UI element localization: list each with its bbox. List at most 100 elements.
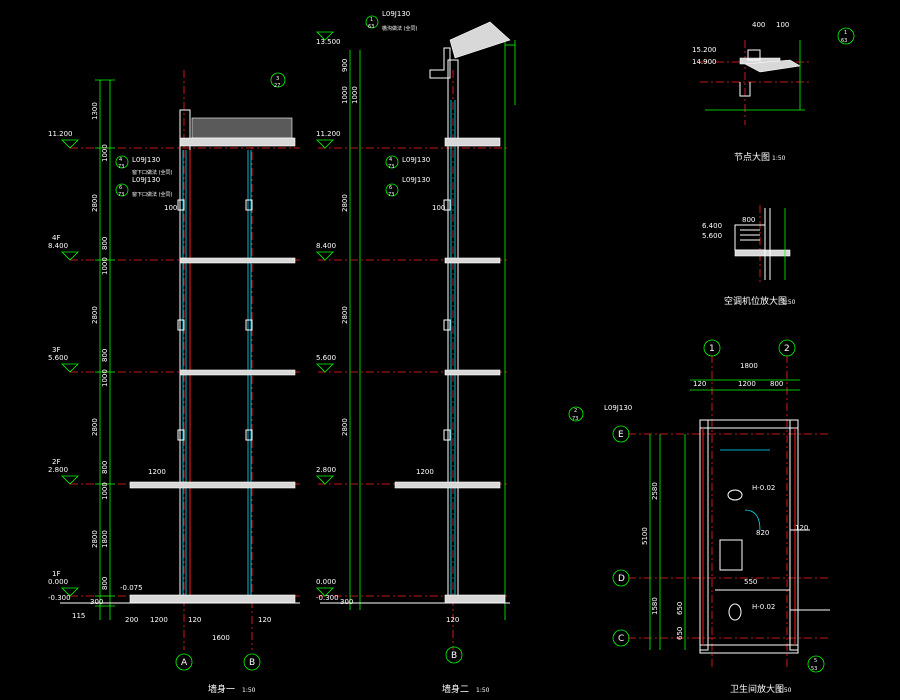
d3-height-1: H-0.02 [752,484,775,492]
d3-dim-top-2: 1200 [738,380,756,388]
s1-sub-6: 800 [101,461,109,474]
s2-level-7: -0.300 [316,594,339,602]
s2-dim-2: 1000 [341,86,349,104]
d3-scale: 1:50 [778,687,792,694]
s2-title: 墙身二 [442,683,469,695]
s1-axis-a: A [181,658,188,668]
s1-floor-tag-3: 2F [52,458,60,466]
d3-axis-c: C [618,634,624,644]
s1-ref-1-text: L09J130 [132,156,160,164]
d3-dim-top-1: 1800 [740,362,758,370]
s2-ref-2-text: L09J130 [402,176,430,184]
d2-title: 空调机位放大图 [724,295,787,307]
detail-3 [628,355,830,670]
d3-axis-1: 1 [709,344,715,354]
d1-dim-1: 400 [752,21,765,29]
d2-dim: 800 [742,216,755,224]
s1-floor-tag-4: 1F [52,570,60,578]
s2-top-ref-text: L09J130 [382,10,410,18]
s1-dim-4: 2800 [91,418,99,436]
s2-level-6: 0.000 [316,578,336,586]
d3-dim-left-1: 2580 [651,482,659,500]
s1-sub-7: 1000 [101,482,109,500]
section-2 [316,21,516,650]
d3-dim-left-5: 650 [676,627,684,640]
s1-sub-3: 1000 [101,257,109,275]
s2-ref-1-num: 4 [389,157,392,163]
s1-level-5: 0.000 [48,578,68,586]
d2-level-1: 6.400 [702,222,722,230]
s1-axis-b: B [249,658,255,668]
detail-2 [734,205,791,285]
d3-dim-left-4: 650 [676,602,684,615]
s1-sub-9: 1800 [101,530,109,548]
s2-level-4: 5.600 [316,354,336,362]
detail-1 [700,40,810,125]
s2-dim-3: 1000 [351,86,359,104]
d1-dim-2: 100 [776,21,789,29]
d3-title: 卫生间放大图 [730,683,784,695]
s1-scale: 1:50 [242,687,256,694]
s2-level-1: 13.500 [316,38,341,46]
s2-level-3: 8.400 [316,242,336,250]
s1-canopy: 1200 [148,468,166,476]
s2-ref-1-text: L09J130 [402,156,430,164]
s1-ground: -0.075 [120,584,143,592]
d1-scale: 1:50 [772,155,786,162]
s1-sub-8: 800 [101,577,109,590]
s2-scale: 1:50 [476,687,490,694]
d3-inner-2: 550 [744,578,757,586]
d3-dim-left-2: 5100 [641,527,649,545]
s1-dim-6: 300 [90,598,103,606]
d3-axis-2: 2 [784,344,790,354]
s1-level-1: 11.200 [48,130,73,138]
d3-inner-1: 820 [756,529,769,537]
s2-dim-7: 300 [340,598,353,606]
s1-ref-2-text: L09J130 [132,176,160,184]
s1-sill: 100 [164,204,177,212]
d3-axis-e: E [618,430,624,440]
s1-sub-2: 800 [101,237,109,250]
s1-bottom-dim-3: 120 [188,616,201,624]
d2-scale: 1:50 [782,299,796,306]
d3-dim-left-3: 1580 [651,597,659,615]
s1-bottom-dim-2: 1200 [150,616,168,624]
s1-level-2: 8.400 [48,242,68,250]
d3-dim-top-3: 800 [770,380,783,388]
s2-dim-6: 2800 [341,418,349,436]
s1-ref-2-sheet: 73 [118,192,124,198]
d1-level-2: 14.900 [692,58,717,66]
s2-ref-2-num: 6 [389,185,392,191]
s2-dim-1: 900 [341,59,349,72]
d3-bottom-tag-num: 5 [814,658,817,664]
s2-axis-b: B [451,651,457,661]
s1-level-3: 5.600 [48,354,68,362]
s1-ref-1-num: 4 [119,157,122,163]
s2-top-ref-num: 1 [370,17,373,23]
s1-ref-2-num: 6 [119,185,122,191]
d3-ref-num: 2 [574,408,577,414]
d1-tag-sheet: 63 [841,38,847,44]
d2-level-2: 5.600 [702,232,722,240]
d3-ref-text: L09J130 [604,404,632,412]
s1-sub-5: 1000 [101,369,109,387]
d3-ref-sheet: 73 [572,416,578,422]
s1-sub-4: 800 [101,349,109,362]
s2-canopy: 1200 [416,468,434,476]
s1-ref-1-sheet: 73 [118,164,124,170]
s1-bottom-dim-1: 200 [125,616,138,624]
s1-top-tag-num: 3 [276,76,279,82]
s1-top-tag-sheet: 27 [274,83,280,89]
s1-dim-1: 1300 [91,102,99,120]
d1-tag-num: 1 [844,30,847,36]
s2-bottom-dim: 120 [446,616,459,624]
s1-dim-3: 2800 [91,306,99,324]
s2-dim-5: 2800 [341,306,349,324]
s2-level-2: 11.200 [316,130,341,138]
s1-bottom-dim-5: 120 [258,616,271,624]
s2-top-ref-sheet: 63 [368,24,374,30]
s1-floor-tag-2: 3F [52,346,60,354]
s1-note-1: 窗下口做法 (全同) [132,169,173,176]
s1-level-4: 2.800 [48,466,68,474]
